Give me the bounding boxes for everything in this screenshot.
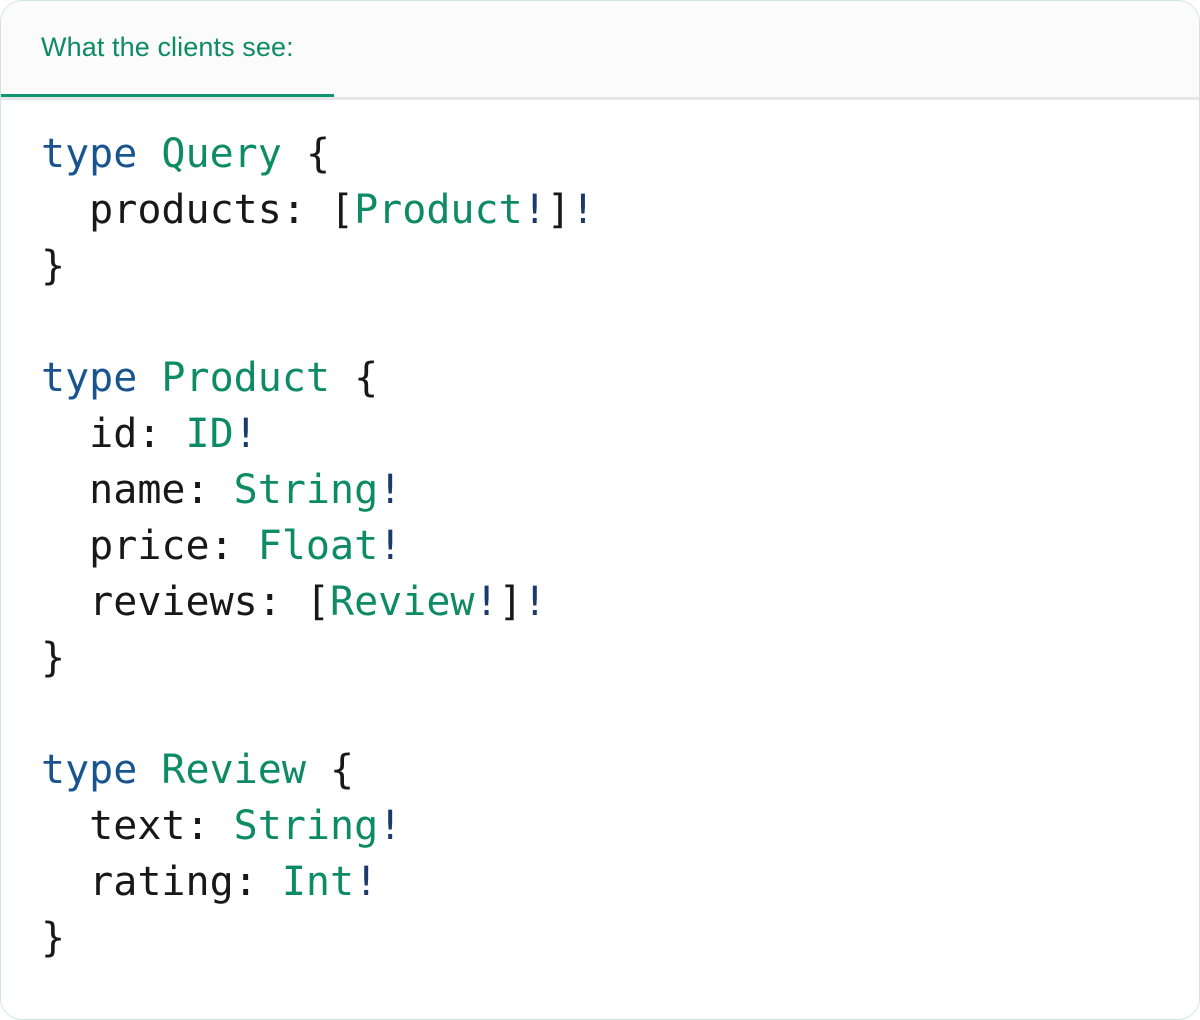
code-token-kw: type	[41, 355, 138, 401]
code-token-punc: :	[185, 467, 234, 513]
code-token-plain	[137, 747, 161, 793]
code-token-type: Int	[281, 859, 355, 905]
code-token-bang: !	[233, 411, 258, 457]
code-token-punc: ]	[546, 187, 571, 233]
code-token-punc: {	[354, 355, 379, 401]
code-token-bang: !	[378, 803, 403, 849]
code-panel: type Query { products: [Product!]! } typ…	[1, 100, 1199, 1019]
code-token-plain	[282, 131, 306, 177]
code-token-plain	[330, 355, 354, 401]
code-token-plain	[306, 747, 330, 793]
code-token-type: Float	[257, 523, 379, 569]
code-token-punc: [	[330, 187, 355, 233]
code-token-punc: :	[281, 187, 330, 233]
code-token-punc: :	[137, 411, 186, 457]
code-token-type: Product	[161, 355, 330, 401]
code-token-name: products	[89, 187, 282, 233]
code-token-punc: {	[330, 747, 355, 793]
code-token-name: price	[89, 523, 210, 569]
code-token-type: String	[233, 467, 379, 513]
code-token-punc: }	[41, 635, 66, 681]
code-token-type: ID	[185, 411, 234, 457]
code-token-bang: !	[522, 579, 547, 625]
code-token-bang: !	[522, 187, 547, 233]
code-token-bang: !	[570, 187, 595, 233]
code-token-punc: ]	[498, 579, 523, 625]
code-token-name: name	[89, 467, 186, 513]
code-token-punc: {	[305, 131, 331, 177]
code-token-punc: :	[257, 579, 306, 625]
code-token-punc: }	[41, 243, 66, 289]
code-token-bang: !	[378, 467, 403, 513]
code-token-type: Review	[330, 579, 475, 625]
code-token-type: String	[233, 803, 379, 849]
tab-what-the-clients-see[interactable]: What the clients see:	[1, 1, 334, 97]
code-token-type: Query	[161, 131, 282, 177]
code-token-name: text	[89, 803, 186, 849]
tab-bar: What the clients see:	[1, 1, 1199, 100]
code-token-name: id	[89, 411, 138, 457]
tab-label: What the clients see:	[41, 32, 294, 62]
code-token-name: reviews	[89, 579, 258, 625]
code-token-plain	[137, 355, 161, 401]
code-token-punc: :	[233, 859, 282, 905]
code-token-punc: [	[305, 579, 331, 625]
code-token-bang: !	[474, 579, 499, 625]
code-token-type: Review	[161, 747, 306, 793]
graphql-schema-code[interactable]: type Query { products: [Product!]! } typ…	[41, 126, 1159, 966]
code-token-type: Product	[354, 187, 523, 233]
code-token-plain	[137, 131, 161, 177]
code-token-name: rating	[89, 859, 234, 905]
code-token-punc: }	[41, 915, 66, 961]
code-token-punc: :	[185, 803, 234, 849]
code-token-bang: !	[354, 859, 379, 905]
code-token-punc: :	[209, 523, 258, 569]
code-token-kw: type	[41, 747, 138, 793]
code-token-kw: type	[41, 131, 138, 177]
code-token-bang: !	[378, 523, 403, 569]
